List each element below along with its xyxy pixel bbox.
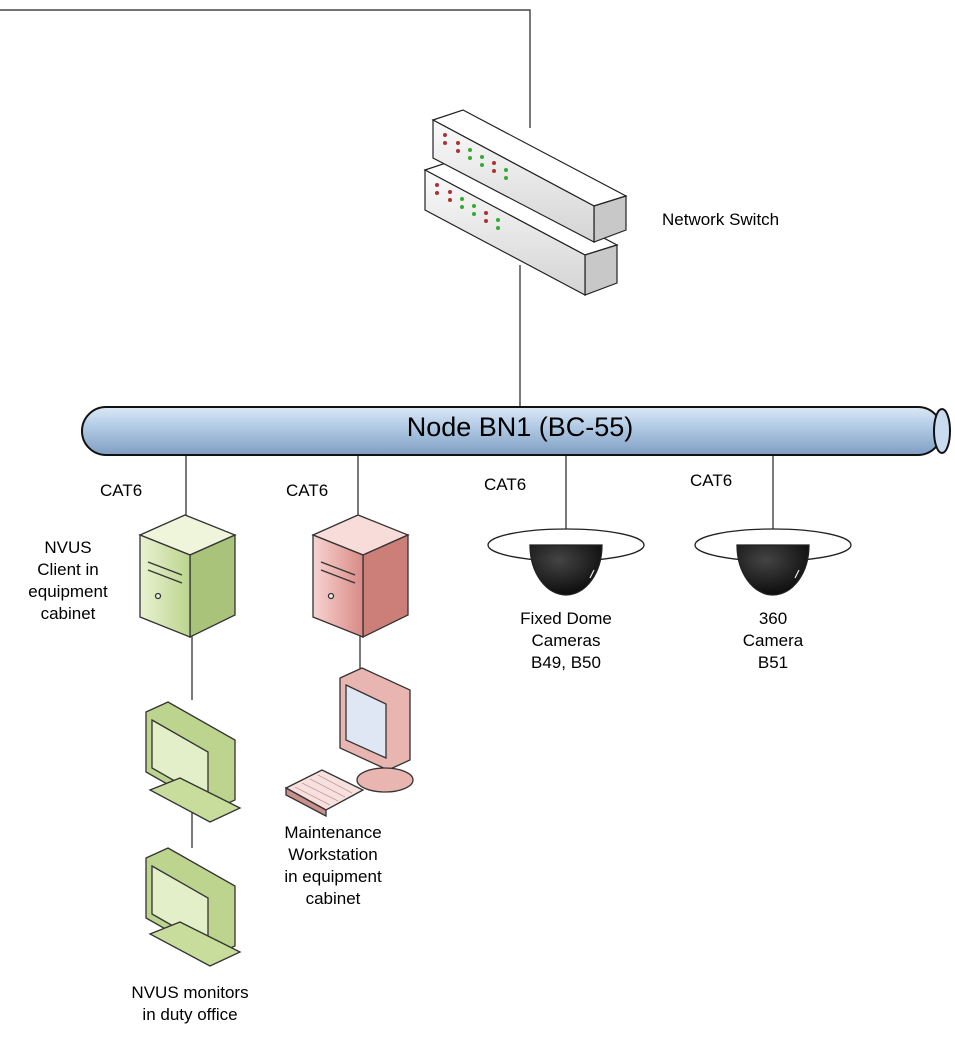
cable-label-maintenance: CAT6 <box>286 481 329 500</box>
fixed-dome-camera-icon <box>487 528 645 596</box>
cable-label-nvus-client: CAT6 <box>100 481 143 500</box>
node-bus-icon <box>81 406 951 456</box>
maintenance-pc-icon <box>284 667 414 818</box>
nvus-monitor-2-icon <box>145 847 242 967</box>
360-camera-label: 360 Camera B51 <box>742 609 804 672</box>
network-switch-icon <box>423 109 628 296</box>
cable-label-fixed-dome: CAT6 <box>484 475 527 494</box>
nvus-client-tower-icon <box>138 514 237 639</box>
uplink-line <box>0 9 531 128</box>
bus-label: Node BN1 (BC-55) <box>406 412 634 442</box>
nvus-monitor-1-icon <box>145 701 242 823</box>
360-camera-icon <box>694 528 852 596</box>
fixed-dome-cameras-label: Fixed Dome Cameras B49, B50 <box>520 609 612 672</box>
maintenance-workstation-label: Maintenance Workstation in equipment cab… <box>284 823 382 908</box>
nvus-monitors-label: NVUS monitors in duty office <box>131 983 249 1024</box>
nvus-client-label: NVUS Client in equipment cabinet <box>28 538 108 623</box>
cable-label-360-camera: CAT6 <box>690 471 733 490</box>
connection-lines <box>0 9 774 848</box>
maintenance-tower-icon <box>311 514 410 639</box>
network-switch-label: Network Switch <box>662 210 780 229</box>
